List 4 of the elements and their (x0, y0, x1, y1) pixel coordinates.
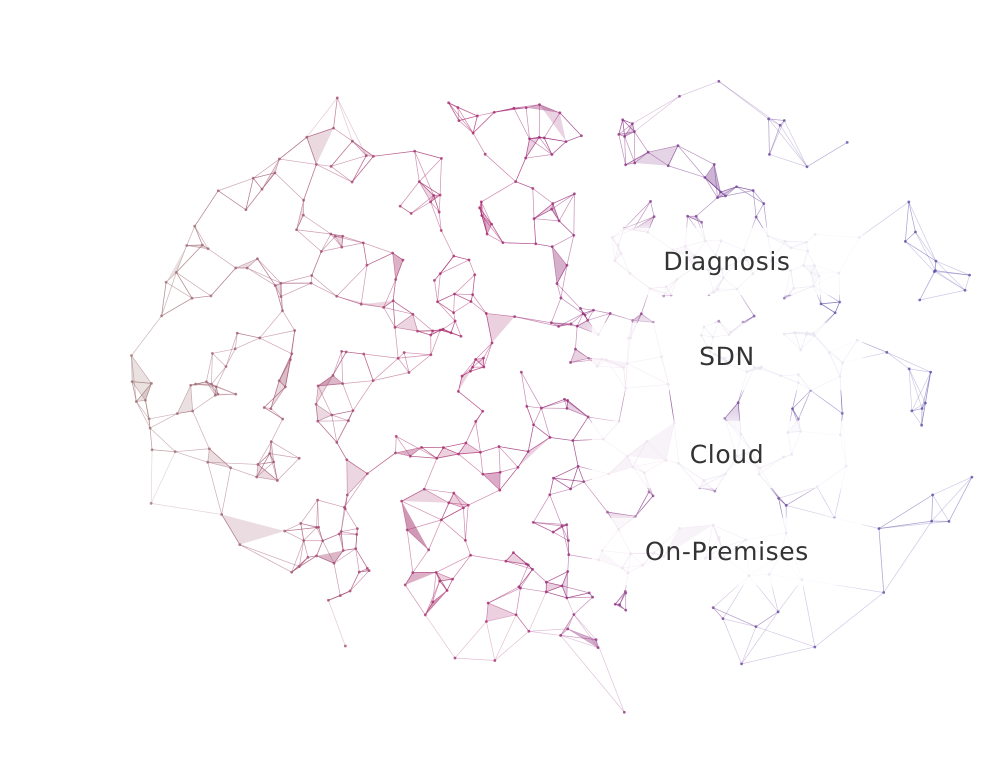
label-text: On-Premises (645, 536, 809, 568)
label-text: Cloud (690, 438, 764, 471)
label-text: Diagnosis (663, 246, 791, 278)
label-text: SDN (699, 340, 755, 373)
